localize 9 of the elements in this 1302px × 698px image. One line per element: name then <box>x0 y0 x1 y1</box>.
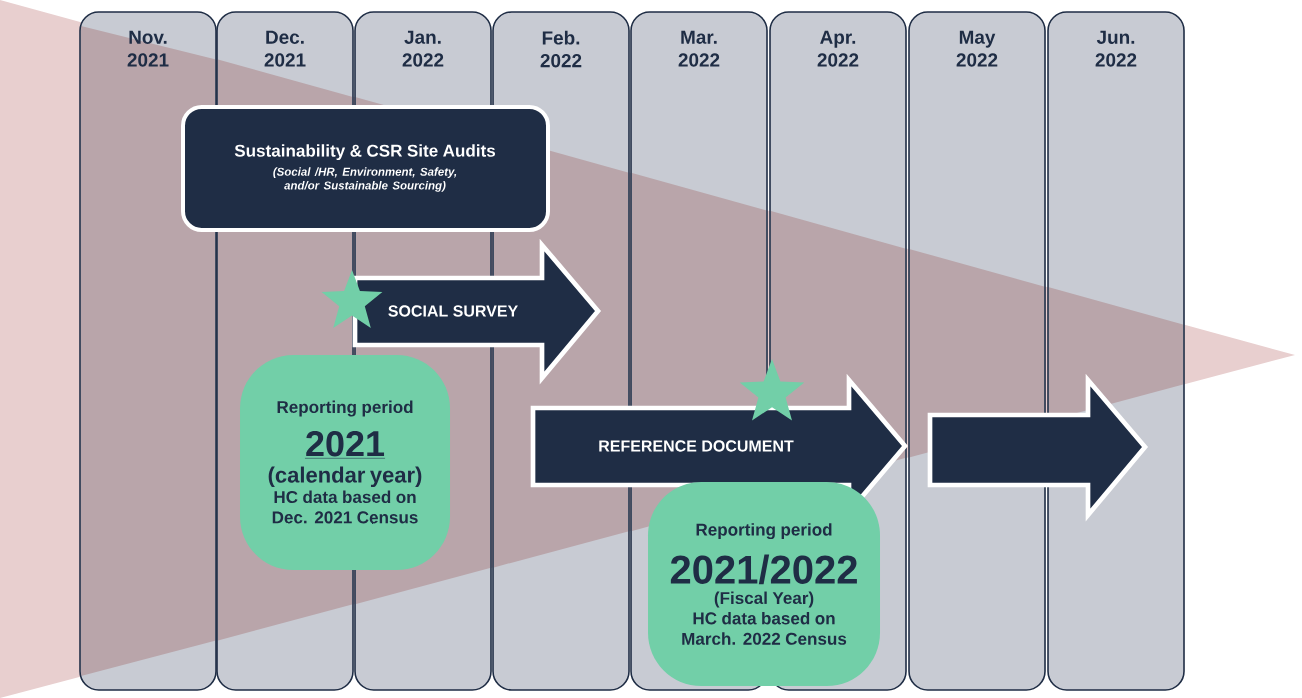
star-marker <box>739 359 805 421</box>
reporting-period-box: Reporting period 2021/2022 (Fiscal Year) HC data based on March. 2022 Census <box>648 482 880 686</box>
star-marker <box>321 270 383 328</box>
arrow-shape <box>927 373 1149 522</box>
reporting-period-box: Reporting period 2021 (calendar year) HC data based on Dec. 2021 Census <box>240 355 450 570</box>
month-column: Nov. 2021 <box>79 11 217 691</box>
audit-box: Sustainability & CSR Site Audits (Social /HR, Environment, Safety, and/or Sustainable Sourcing) <box>181 105 550 232</box>
month-column: May 2022 <box>908 11 1046 691</box>
month-column: Jun. 2022 <box>1047 11 1185 691</box>
